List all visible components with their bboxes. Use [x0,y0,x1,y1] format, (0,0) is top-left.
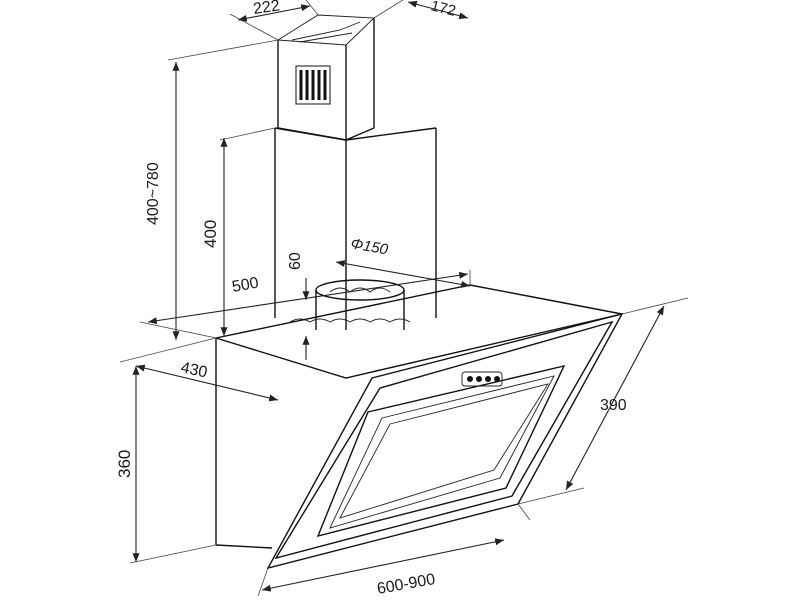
vent-grille-icon [295,65,331,105]
label-body-width: 500 [231,275,260,296]
button-icon [467,376,473,382]
dim-glass-height: 390 [517,297,689,505]
button-icon [476,376,482,382]
label-outlet-diameter: Φ150 [349,235,390,258]
dim-width-range: 600-900 [257,503,531,598]
dim-body-width: 500 [139,270,471,339]
dim-chimney-height-range: 400~780 [145,39,279,340]
button-icon [494,376,500,382]
control-buttons [461,371,503,387]
label-body-height: 360 [115,450,134,478]
dim-chimney-depth: 172 [373,0,469,20]
label-glass-height: 390 [600,397,627,414]
dim-body-depth: 430 [119,337,279,402]
dim-chimney-width: 222 [229,0,319,41]
dim-outlet-diameter: Φ150 [335,235,471,288]
label-outlet-height: 60 [287,252,304,270]
glass-panel [266,312,624,570]
label-lower-chimney-height: 400 [201,220,220,248]
label-width-range: 600-900 [376,571,437,598]
label-chimney-height-range: 400~780 [145,162,162,225]
outlet-collar [289,279,411,330]
button-icon [485,376,491,382]
dim-body-height: 360 [115,366,217,564]
dim-outlet-height: 60 [287,252,310,360]
label-chimney-width: 222 [252,0,281,18]
label-body-depth: 430 [179,359,209,381]
label-chimney-depth: 172 [429,0,457,20]
